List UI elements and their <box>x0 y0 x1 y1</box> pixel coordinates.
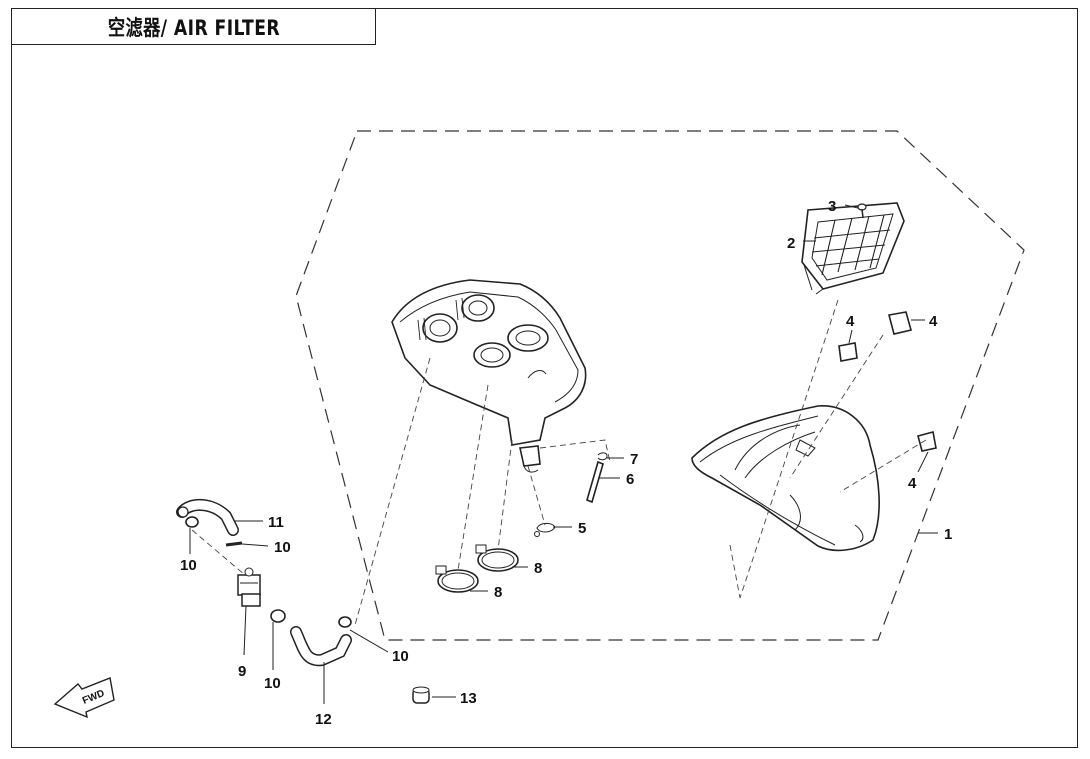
callout-12: 12 <box>315 711 332 728</box>
callout-1: 1 <box>944 526 952 543</box>
callout-13: 13 <box>460 690 477 707</box>
part-hose-clamps <box>435 544 519 593</box>
callout-10d: 10 <box>392 648 409 665</box>
part-air-filter-base <box>691 405 880 552</box>
callout-10c: 10 <box>264 675 281 692</box>
callout-8b: 8 <box>534 560 542 577</box>
part-check-valve <box>237 567 261 607</box>
part-clip-spring <box>534 522 556 537</box>
callout-4b: 4 <box>929 313 938 330</box>
callout-4c: 4 <box>908 475 917 492</box>
fwd-arrow-icon: FWD <box>53 677 115 719</box>
part-connecting-hose <box>290 626 352 667</box>
callout-9: 9 <box>238 663 246 680</box>
callout-2: 2 <box>787 235 795 252</box>
callout-7: 7 <box>630 451 638 468</box>
callout-5: 5 <box>578 520 586 537</box>
callout-4a: 4 <box>846 313 855 330</box>
part-clip-small <box>597 452 608 461</box>
title-box: 空滤器/ AIR FILTER <box>11 8 376 45</box>
leader-lines <box>189 204 938 704</box>
callout-11: 11 <box>268 514 284 531</box>
part-drain-tube <box>586 460 604 504</box>
page-title: 空滤器/ AIR FILTER <box>107 15 280 40</box>
callout-3: 3 <box>828 198 836 215</box>
callout-8a: 8 <box>494 584 502 601</box>
part-cap <box>412 686 430 704</box>
part-screw <box>857 203 867 219</box>
callout-10b: 10 <box>274 539 291 556</box>
assembly-boundary <box>295 130 1025 641</box>
assembly-link-lines <box>191 299 927 626</box>
callout-10a: 10 <box>180 557 197 574</box>
callout-labels: 1 2 3 4 4 4 5 6 7 8 8 9 10 10 10 10 11 1… <box>180 198 952 728</box>
part-hose-clips <box>185 516 352 628</box>
part-filter-element <box>801 202 905 295</box>
part-sponge-pads <box>838 311 937 452</box>
callout-6: 6 <box>626 471 634 488</box>
part-air-filter-cover <box>391 279 587 473</box>
drawing-frame <box>11 8 1078 748</box>
part-breather-hose <box>176 499 239 536</box>
